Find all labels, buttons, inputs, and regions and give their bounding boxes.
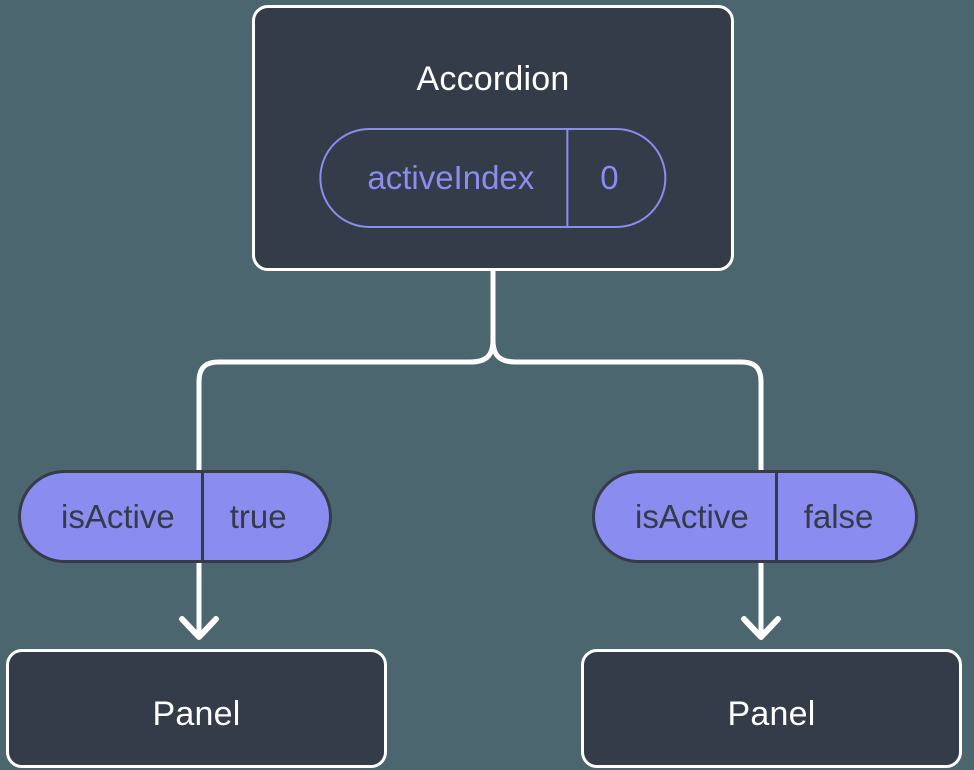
state-pill-active-index-value: 0 <box>566 130 664 226</box>
prop-pill-is-active-true-value: true <box>200 473 329 560</box>
connector-trunk-fork <box>490 268 764 473</box>
state-pill-active-index-key: activeIndex <box>367 159 535 196</box>
prop-pill-is-active-false-value: false <box>774 473 916 560</box>
prop-pill-is-active-true-key: isActive <box>61 497 175 535</box>
node-panel-right-title: Panel <box>727 695 816 733</box>
arrow-head-right-icon <box>741 616 781 640</box>
arrow-head-left-icon <box>179 616 219 640</box>
node-accordion[interactable]: Accordion activeIndex 0 <box>252 5 734 271</box>
node-panel-left[interactable]: Panel <box>6 649 387 768</box>
prop-pill-is-active-false[interactable]: isActive false <box>592 470 919 563</box>
node-accordion-title: Accordion <box>416 60 570 98</box>
connector-trunk-fork-left <box>196 337 496 473</box>
node-panel-left-title: Panel <box>152 695 241 733</box>
node-panel-right[interactable]: Panel <box>581 649 962 768</box>
prop-pill-is-active-true[interactable]: isActive true <box>18 470 332 563</box>
state-pill-active-index[interactable]: activeIndex 0 <box>319 128 667 228</box>
prop-pill-is-active-false-key: isActive <box>635 497 749 535</box>
